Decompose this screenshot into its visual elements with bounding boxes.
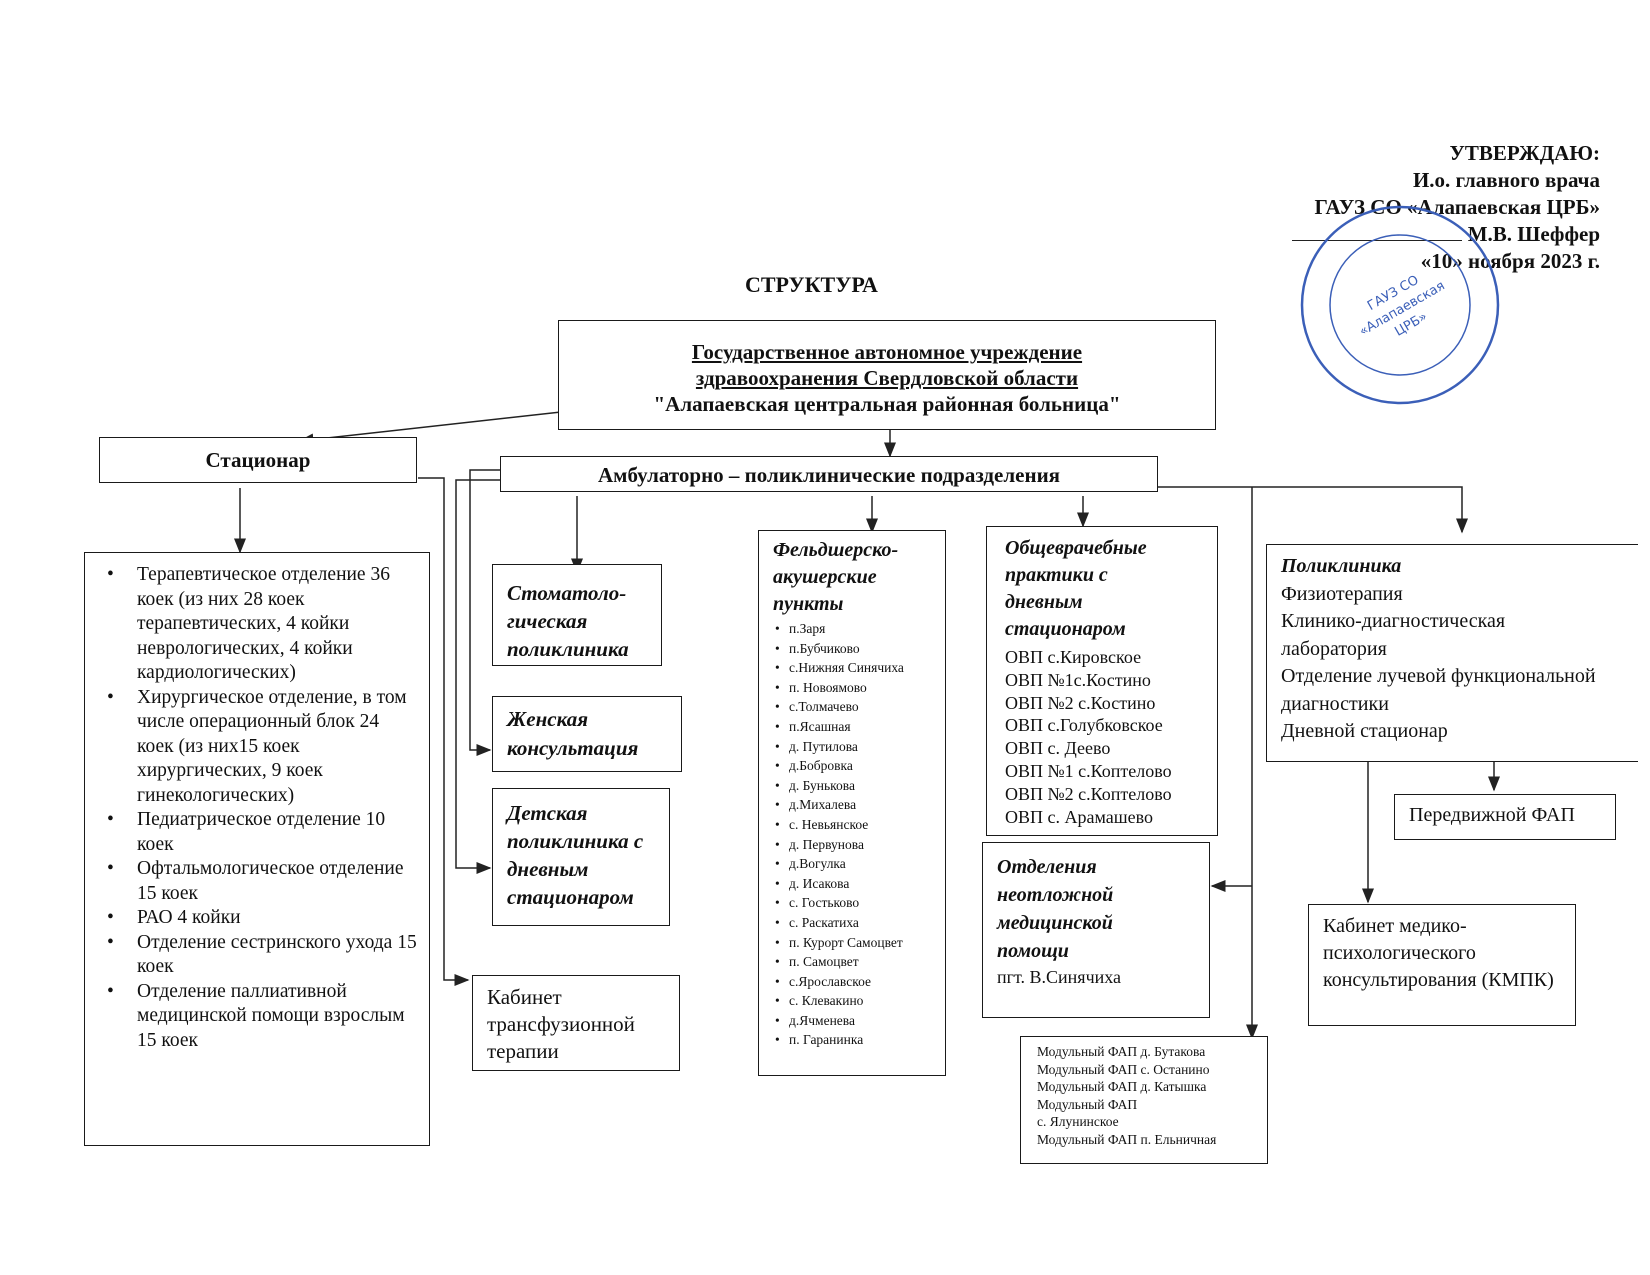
mobile-fap-box: Передвижной ФАП: [1394, 794, 1616, 840]
list-item: п. Курорт Самоцвет: [773, 933, 931, 953]
list-item: д.Ячменева: [773, 1011, 931, 1031]
list-item: д. Путилова: [773, 737, 931, 757]
root-box: Государственное автономное учреждение зд…: [558, 320, 1216, 430]
list-item: с.Нижняя Синячиха: [773, 658, 931, 678]
emergency-sub: пгт. В.Синячиха: [997, 967, 1122, 987]
list-item: д. Бунькова: [773, 776, 931, 796]
list-item: Отделение лучевой функциональной диагнос…: [1281, 665, 1596, 715]
list-item: Офтальмологическое отделение 15 коек: [99, 857, 419, 906]
list-item: д.Михалева: [773, 795, 931, 815]
approval-position: И.о. главного врача: [1412, 168, 1600, 192]
round-stamp: ГАУЗ СО «Алапаевская ЦРБ»: [1300, 205, 1500, 405]
list-item: с.Толмачево: [773, 697, 931, 717]
list-item: с.Ярославское: [773, 972, 931, 992]
kmpk-box: Кабинет медико-психологического консульт…: [1308, 904, 1576, 1026]
ovp-list: ОВП с.Кировское ОВП №1с.Костино ОВП №2 с…: [1005, 646, 1199, 828]
polyclinic-title: Поликлиника: [1281, 555, 1402, 577]
list-item: Хирургическое отделение, в том числе опе…: [99, 686, 419, 809]
list-item: с. Невьянское: [773, 815, 931, 835]
list-item: д.Бобровка: [773, 756, 931, 776]
list-item: п. Самоцвет: [773, 952, 931, 972]
list-item: Отделение паллиативной медицинской помощ…: [99, 980, 419, 1054]
doc-title: СТРУКТУРА: [745, 272, 878, 297]
fap-list: п.Заря п.Бубчиково с.Нижняя Синячиха п. …: [773, 619, 931, 1050]
list-item: д. Исакова: [773, 874, 931, 894]
root-line3: "Алапаевская центральная районная больни…: [653, 392, 1121, 416]
modular-fap-box: Модульный ФАП д. Бутакова Модульный ФАП …: [1020, 1036, 1268, 1164]
emergency-title: Отделения неотложной медицинской помощи: [997, 856, 1114, 962]
list-item: с. Гостьково: [773, 893, 931, 913]
list-item: Физиотерапия: [1281, 582, 1403, 605]
list-item: п. Гаранинка: [773, 1030, 931, 1050]
list-item: ОВП с.Кировское: [1005, 647, 1142, 667]
list-item: п.Бубчиково: [773, 639, 931, 659]
list-item: ОВП №2 с.Костино: [1005, 692, 1156, 713]
approval-signer-name: М.В. Шеффер: [1467, 222, 1600, 246]
children-box: Детская поликлиника с дневным стационаро…: [492, 788, 670, 926]
approval-signer: М.В. Шеффер: [1180, 221, 1600, 248]
root-line2: здравоохранения Свердловской области: [695, 366, 1079, 390]
list-item: Модульный ФАП п. Ельничная: [1037, 1131, 1217, 1147]
ovp-box: Общеврачебные практики с дневным стацион…: [986, 526, 1218, 836]
transfusion-box: Кабинет трансфузионной терапии: [472, 975, 680, 1071]
stationar-list: Терапевтическое отделение 36 коек (из ни…: [99, 563, 419, 1053]
list-item: ОВП №1 с.Коптелово: [1005, 760, 1172, 781]
emergency-box: Отделения неотложной медицинской помощи …: [982, 842, 1210, 1018]
list-item: Модульный ФАП д. Катышка: [1037, 1079, 1207, 1094]
ambulatory-box: Амбулаторно – поликлинические подразделе…: [500, 456, 1158, 492]
list-item: ОВП №1с.Костино: [1005, 669, 1151, 690]
list-item: Модульный ФАП: [1037, 1096, 1138, 1112]
fap-title: Фельдшерско-акушерские пункты: [773, 539, 899, 615]
list-item: с. Раскатиха: [773, 913, 931, 933]
list-item: Терапевтическое отделение 36 коек (из ни…: [99, 563, 419, 686]
list-item: п.Ясашная: [773, 717, 931, 737]
dental-box: Стоматоло-гическая поликлиника: [492, 564, 662, 666]
stationar-box: Стационар: [99, 437, 417, 483]
list-item: Клинико-диагностическая лаборатория: [1281, 610, 1506, 660]
list-item: Модульный ФАП с. Останино: [1037, 1061, 1210, 1077]
root-line1: Государственное автономное учреждение: [691, 340, 1083, 364]
approval-date: «10» ноября 2023 г.: [1420, 249, 1600, 273]
list-item: РАО 4 койки: [99, 906, 419, 931]
list-item: ОВП с. Деево: [1005, 738, 1111, 759]
list-item: п. Новоямово: [773, 678, 931, 698]
list-item: Дневной стационар: [1281, 720, 1448, 742]
list-item: д. Первунова: [773, 835, 931, 855]
list-item: Педиатрическое отделение 10 коек: [99, 808, 419, 857]
approval-block: УТВЕРЖДАЮ: И.о. главного врача ГАУЗ СО «…: [1180, 140, 1600, 275]
list-item: с. Клевакино: [773, 991, 931, 1011]
list-item: д.Вогулка: [773, 854, 931, 874]
fap-box: Фельдшерско-акушерские пункты п.Заря п.Б…: [758, 530, 946, 1076]
list-item: ОВП №2 с.Коптелово: [1005, 783, 1172, 804]
list-item: ОВП с. Арамашево: [1005, 806, 1153, 827]
ovp-title: Общеврачебные практики с дневным стацион…: [1005, 537, 1147, 640]
stationar-list-box: Терапевтическое отделение 36 коек (из ни…: [84, 552, 430, 1146]
womens-box: Женская консультация: [492, 696, 682, 772]
approval-title: УТВЕРЖДАЮ:: [1449, 141, 1600, 165]
list-item: ОВП с.Голубковское: [1005, 715, 1163, 736]
list-item: с. Ялунинское: [1037, 1114, 1119, 1129]
list-item: Модульный ФАП д. Бутакова: [1037, 1044, 1206, 1059]
polyclinic-box: Поликлиника Физиотерапия Клинико-диагнос…: [1266, 544, 1638, 762]
list-item: п.Заря: [773, 619, 931, 639]
list-item: Отделение сестринского ухода 15 коек: [99, 931, 419, 980]
